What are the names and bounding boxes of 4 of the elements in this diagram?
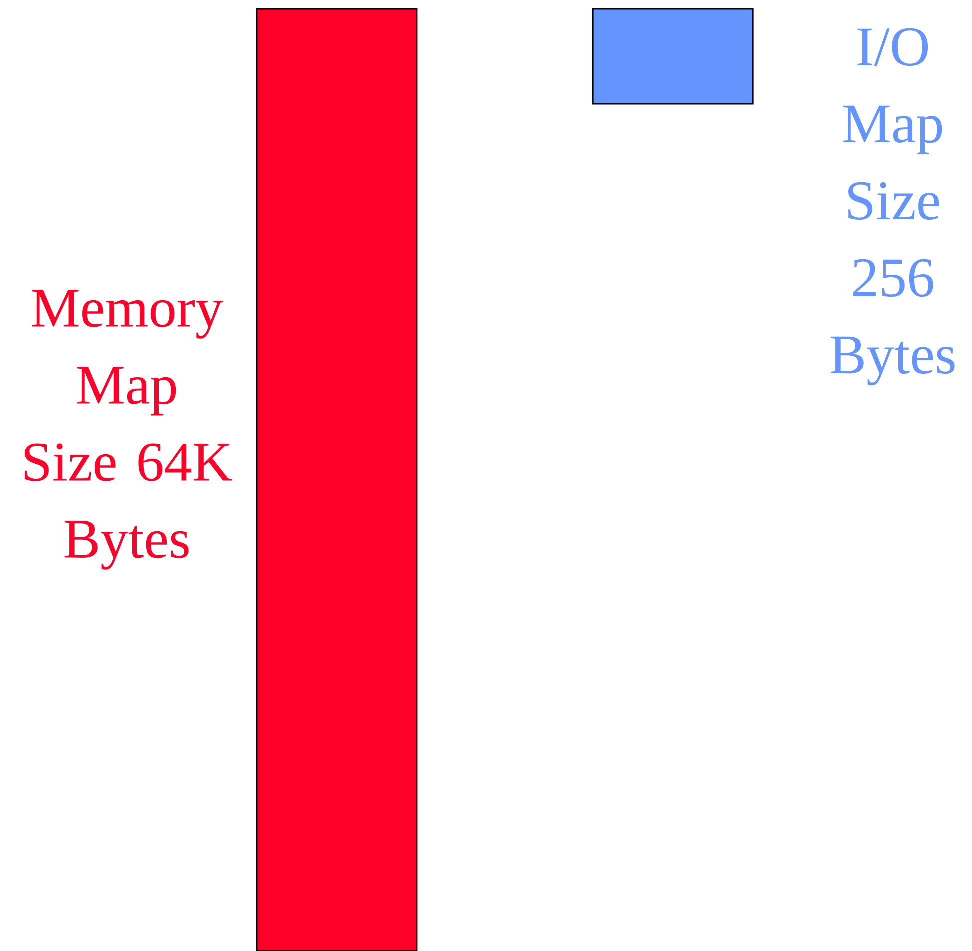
size-label: I/O Map Size 256 Bytes [830, 28, 955, 386]
io-map-box [592, 8, 754, 105]
size-label: Memory Map Size 64K Bytes [25, 290, 232, 570]
memory-map-bar [256, 8, 418, 951]
